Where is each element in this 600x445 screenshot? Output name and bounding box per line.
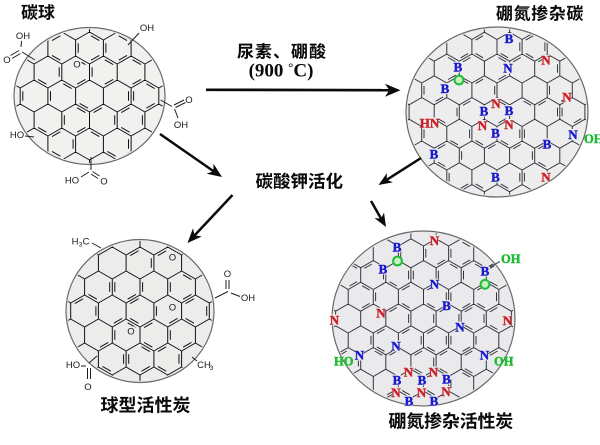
svg-text:O: O	[169, 253, 176, 264]
svg-text:OH: OH	[174, 120, 188, 131]
svg-text:N: N	[355, 348, 365, 363]
svg-text:N: N	[430, 277, 440, 292]
svg-text:O: O	[169, 303, 176, 314]
svg-text:N: N	[504, 117, 514, 132]
svg-text:B: B	[379, 262, 388, 277]
svg-text:B: B	[491, 126, 500, 141]
svg-text:OH: OH	[241, 293, 255, 304]
svg-text:N: N	[429, 365, 439, 380]
svg-text:N: N	[330, 313, 340, 328]
svg-text:OH: OH	[501, 252, 521, 266]
svg-text:B: B	[441, 81, 450, 96]
svg-text:N: N	[455, 320, 465, 335]
svg-text:B: B	[405, 394, 414, 409]
svg-text:N: N	[391, 385, 401, 400]
svg-text:O: O	[3, 55, 10, 66]
svg-text:OH: OH	[16, 31, 30, 42]
svg-text:O: O	[127, 327, 134, 338]
svg-text:N: N	[541, 53, 551, 68]
svg-text:B: B	[505, 103, 514, 118]
svg-text:HN: HN	[420, 116, 440, 131]
svg-text:N: N	[376, 306, 386, 321]
svg-text:N: N	[404, 365, 414, 380]
svg-text:B: B	[491, 170, 500, 185]
svg-text:N: N	[568, 127, 578, 142]
svg-text:N: N	[480, 348, 490, 363]
svg-text:O: O	[224, 269, 231, 280]
svg-text:N: N	[441, 384, 451, 399]
svg-text:OH: OH	[584, 132, 600, 146]
svg-text:OH: OH	[140, 23, 154, 34]
svg-text:B: B	[481, 264, 490, 279]
svg-text:N: N	[562, 90, 572, 105]
svg-text:B: B	[543, 137, 552, 152]
svg-text:N: N	[503, 61, 513, 76]
svg-text:B: B	[393, 240, 402, 255]
svg-text:B: B	[505, 31, 514, 46]
svg-text:3: 3	[210, 365, 214, 372]
svg-text:(900 °C): (900 °C)	[249, 60, 314, 82]
svg-text:B: B	[442, 298, 451, 313]
svg-text:HO: HO	[10, 130, 24, 141]
svg-text:N: N	[491, 96, 501, 111]
svg-text:N: N	[430, 233, 440, 248]
svg-text:O: O	[73, 60, 80, 71]
svg-text:B: B	[480, 104, 489, 119]
svg-text:N: N	[391, 339, 401, 354]
svg-text:O: O	[185, 95, 192, 106]
svg-text:B: B	[430, 147, 439, 162]
svg-text:B: B	[430, 394, 439, 409]
svg-text:O: O	[100, 177, 107, 188]
svg-text:N: N	[417, 385, 427, 400]
svg-text:O: O	[84, 382, 91, 393]
svg-text:N: N	[503, 313, 513, 328]
svg-text:B: B	[454, 60, 463, 75]
svg-text:C: C	[83, 237, 90, 248]
svg-text:H: H	[72, 237, 79, 248]
svg-text:OH: OH	[494, 355, 514, 369]
svg-text:N: N	[541, 170, 551, 185]
svg-text:HO: HO	[66, 360, 80, 371]
svg-text:HO: HO	[65, 176, 79, 187]
svg-text:HO: HO	[334, 355, 354, 369]
svg-text:N: N	[478, 118, 488, 133]
